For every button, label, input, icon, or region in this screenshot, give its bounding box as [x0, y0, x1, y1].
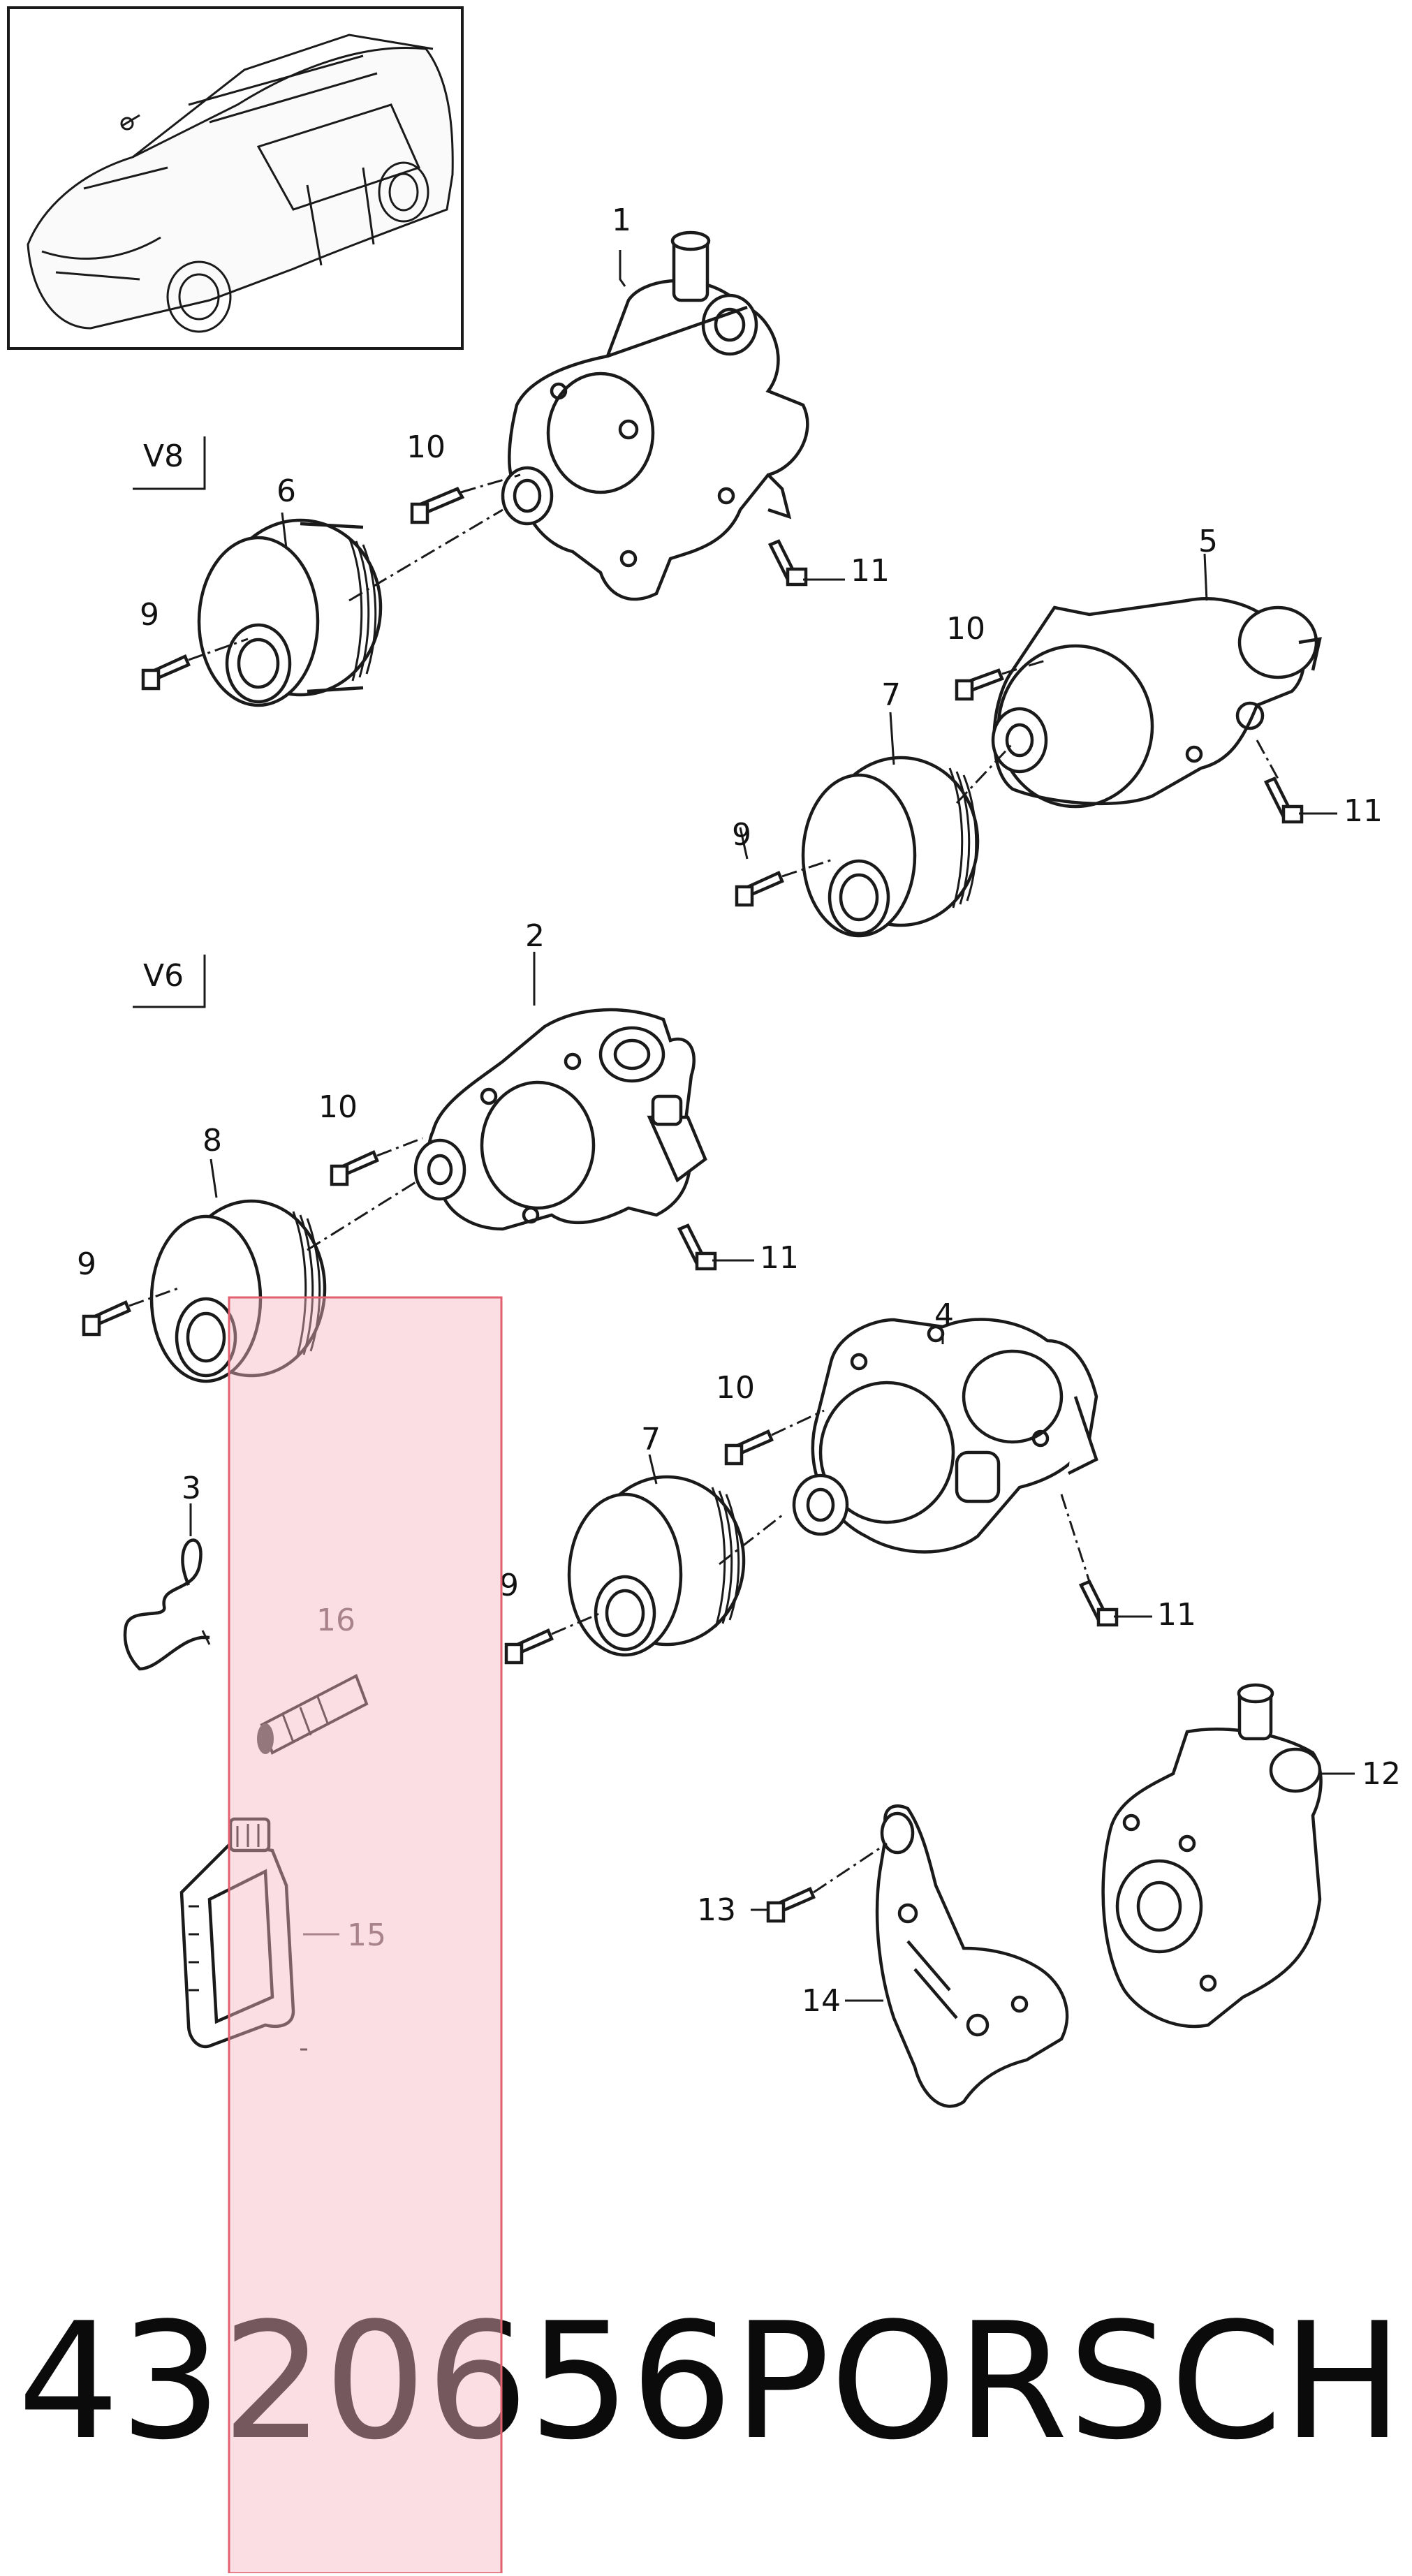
pump-12-drawing	[1101, 1683, 1355, 2029]
variant-label-v8: V8	[143, 439, 184, 474]
pump-4-drawing	[792, 1318, 1098, 1554]
callout-1: 1	[612, 203, 631, 238]
variant-marker-v6: V6	[133, 955, 206, 1008]
callout-14: 14	[802, 1983, 841, 2019]
callout-5: 5	[1198, 524, 1218, 559]
pulley-7b-drawing	[567, 1475, 746, 1657]
brand-name: PORSCHE	[733, 2289, 1412, 2475]
callout-4: 4	[934, 1297, 954, 1333]
variant-label-v6: V6	[143, 958, 184, 994]
callout-16: 16	[316, 1603, 355, 1638]
leader-lines	[189, 250, 1208, 2051]
callout-10: 10	[716, 1370, 755, 1406]
pump-1-drawing	[501, 230, 809, 601]
variant-marker-v8: V8	[133, 436, 206, 490]
pulley-6-drawing	[197, 518, 383, 707]
callout-11: 11	[1157, 1597, 1196, 1633]
hose-clip-3-drawing	[123, 1538, 211, 1671]
callout-10: 10	[318, 1089, 358, 1125]
callout-11: 11	[1344, 793, 1383, 829]
pulley-7a-drawing	[801, 756, 980, 938]
callout-2: 2	[525, 918, 545, 954]
callout-15: 15	[347, 1918, 386, 1953]
callout-9: 9	[499, 1568, 519, 1603]
callout-10: 10	[406, 429, 446, 465]
fasteners-v6-upper	[82, 1137, 754, 1337]
callout-7: 7	[881, 677, 901, 713]
callout-6: 6	[277, 473, 296, 509]
callout-3: 3	[182, 1471, 201, 1506]
callout-11: 11	[760, 1240, 799, 1276]
callout-12: 12	[1362, 1756, 1401, 1792]
callout-7: 7	[641, 1422, 661, 1457]
pulley-8-drawing	[149, 1199, 327, 1383]
callout-11: 11	[851, 553, 890, 589]
fasteners-v8-lower	[735, 658, 1337, 907]
callout-10: 10	[946, 611, 985, 647]
callout-9: 9	[140, 597, 159, 633]
part-number: 4320656	[17, 2289, 733, 2475]
highlight-region	[228, 1296, 503, 2575]
fasteners-v6-lower	[504, 1409, 1152, 1665]
callout-8: 8	[203, 1123, 222, 1158]
vehicle-thumbnail	[7, 6, 464, 350]
fasteners-v8-upper	[141, 473, 845, 691]
bracket-14-drawing	[751, 1804, 1069, 2108]
oil-bottle-15-drawing	[179, 1817, 295, 2049]
callout-9: 9	[77, 1246, 96, 1282]
shaft-16-drawing	[257, 1674, 369, 1755]
callout-9: 9	[732, 817, 751, 853]
pump-2-drawing	[413, 1008, 707, 1231]
callout-labels: 1 6 10 11 9 5 10 7 11 9 2 10 8 11 9 4 10…	[77, 203, 1401, 2019]
callout-13: 13	[697, 1892, 736, 1928]
pump-5-drawing	[991, 597, 1322, 809]
